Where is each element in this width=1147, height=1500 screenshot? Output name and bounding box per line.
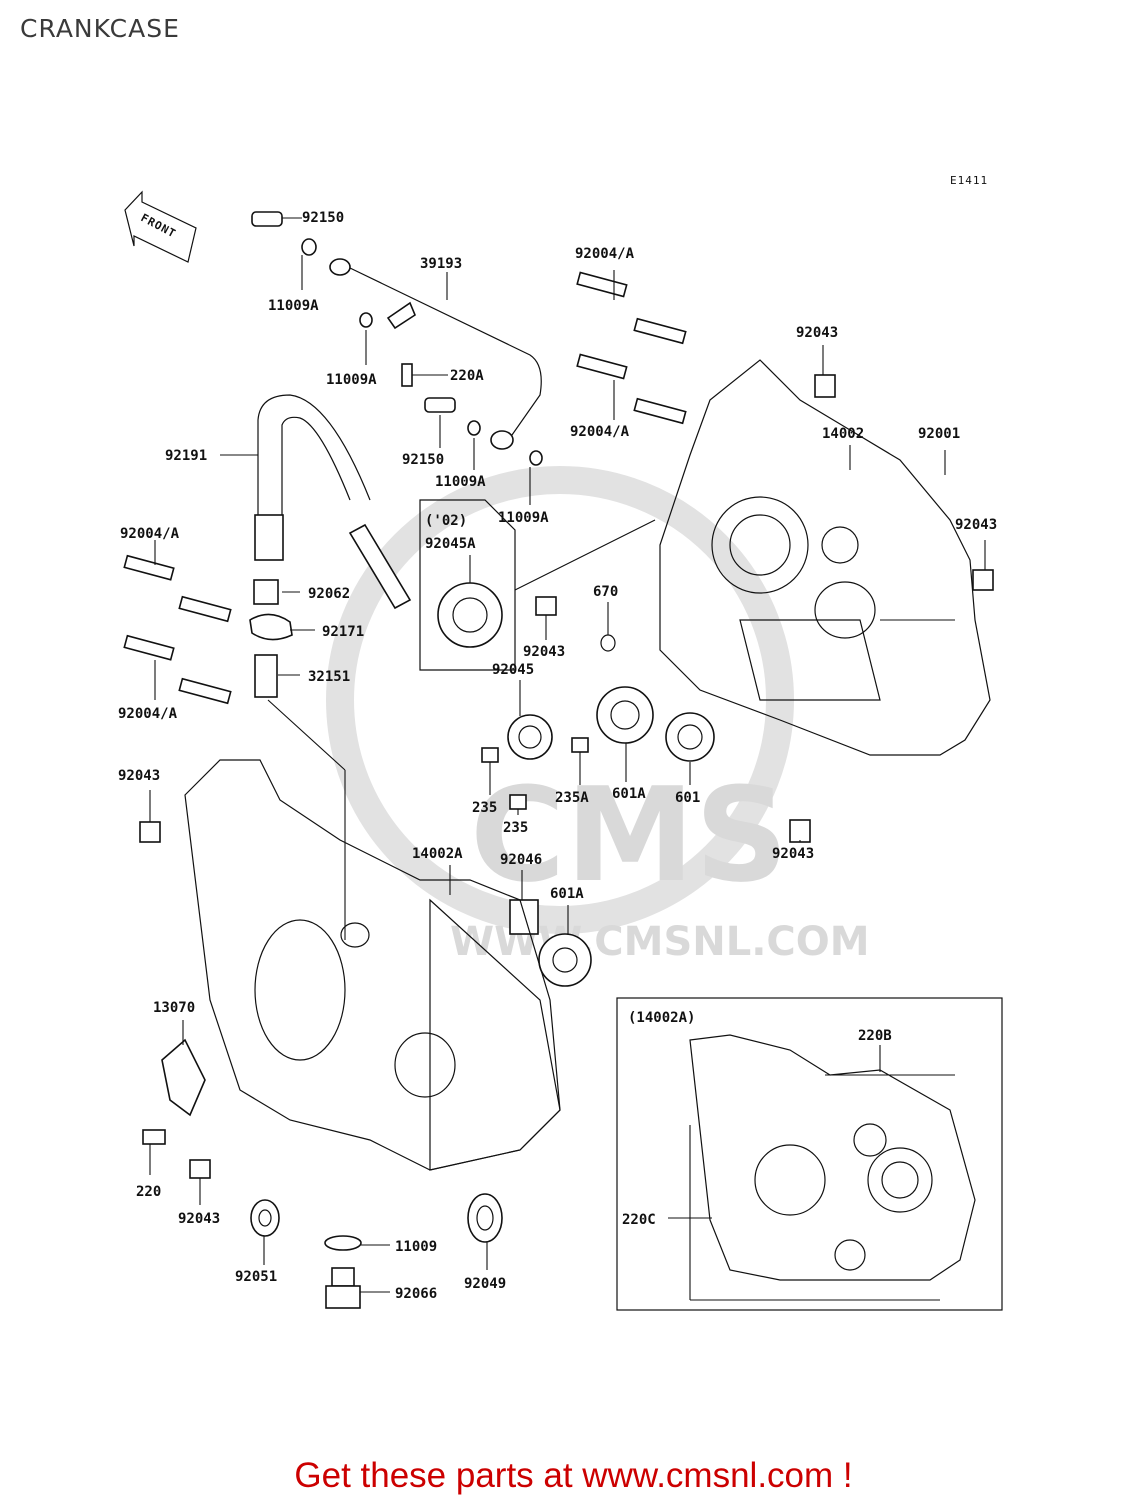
breather-hose — [249, 394, 412, 698]
front-label: FRONT — [139, 211, 179, 240]
part-label: 92004/A — [118, 706, 178, 722]
part-label: 92049 — [464, 1276, 506, 1292]
part-label: 235A — [555, 790, 589, 806]
part-label: 601A — [550, 886, 584, 902]
part-label: 92045A — [425, 536, 476, 552]
part-label: 92043 — [118, 768, 160, 784]
part-label: 92043 — [772, 846, 814, 862]
variant-group-box: ('02) — [419, 499, 516, 671]
stud-bolts — [123, 271, 687, 705]
lower-left-parts — [142, 1038, 503, 1309]
right-crankcase-half — [659, 359, 991, 756]
part-label: 92043 — [796, 325, 838, 341]
bearings — [437, 582, 715, 987]
part-label: 14002A — [412, 846, 463, 862]
part-label: 92051 — [235, 1269, 277, 1285]
inset-title: (14002A) — [628, 1010, 695, 1026]
footer-link-text[interactable]: Get these parts at www.cmsnl.com ! — [294, 1456, 853, 1495]
part-label: 92045 — [492, 662, 534, 678]
part-label: 92004/A — [120, 526, 180, 542]
front-arrow-icon: FRONT — [124, 190, 197, 263]
watermark: CMS WWW.CMSNL.COM — [326, 466, 870, 965]
part-label: 92150 — [402, 452, 444, 468]
inset-panel: (14002A) — [616, 997, 1003, 1311]
part-label: 601 — [675, 790, 700, 806]
diagram-code: E1411 — [950, 174, 988, 187]
part-label: 92001 — [918, 426, 960, 442]
part-label: 92066 — [395, 1286, 437, 1302]
part-label: 235 — [503, 820, 528, 836]
part-label: 670 — [593, 584, 618, 600]
part-label: 92043 — [178, 1211, 220, 1227]
part-label: 92062 — [308, 586, 350, 602]
part-label: 11009A — [268, 298, 319, 314]
part-label: 92150 — [302, 210, 344, 226]
part-label: 32151 — [308, 669, 350, 685]
dowel-pins — [139, 374, 994, 1179]
part-label: 92004/A — [575, 246, 635, 262]
part-label: 13070 — [153, 1000, 195, 1016]
group-label: ('02) — [425, 513, 467, 529]
part-label: 601A — [612, 786, 646, 802]
part-label: 220A — [450, 368, 484, 384]
part-label: 11009A — [498, 510, 549, 526]
part-label: 39193 — [420, 256, 462, 272]
part-label: 92171 — [322, 624, 364, 640]
part-label: 14002 — [822, 426, 864, 442]
watermark-logo: CMS — [470, 759, 788, 911]
left-crankcase-half — [184, 759, 561, 1171]
leader-lines — [149, 217, 986, 1293]
part-label: 92191 — [165, 448, 207, 464]
part-label: 92004/A — [570, 424, 630, 440]
part-label: 92046 — [500, 852, 542, 868]
part-label: 92043 — [523, 644, 565, 660]
part-label: 220B — [858, 1028, 892, 1044]
page-title: CRANKCASE — [20, 14, 180, 43]
part-labels: 92150 11009A 39193 11009A 220A 92150 110… — [118, 210, 997, 1302]
part-label: 11009 — [395, 1239, 437, 1255]
oil-pipe-assembly — [251, 211, 543, 466]
part-label: 92043 — [955, 517, 997, 533]
part-label: 220 — [136, 1184, 161, 1200]
part-label: 11009A — [326, 372, 377, 388]
part-label: 11009A — [435, 474, 486, 490]
part-label: 220C — [622, 1212, 656, 1228]
part-label: 235 — [472, 800, 497, 816]
